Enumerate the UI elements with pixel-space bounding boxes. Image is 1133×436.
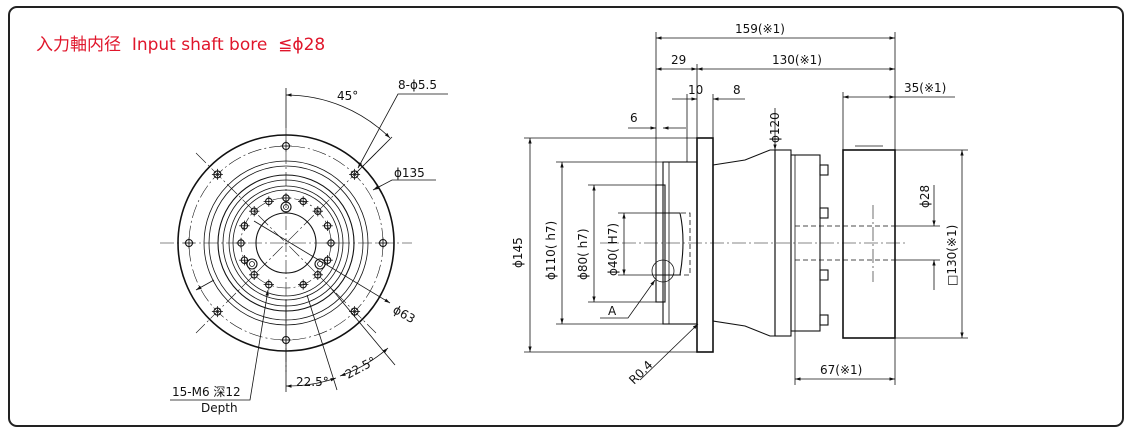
dim-29-label: 29 xyxy=(671,53,686,67)
dia-28-label: ϕ28 xyxy=(918,185,932,208)
output-face xyxy=(655,184,666,303)
flange-plate xyxy=(696,137,714,353)
pcd-outer-label: ϕ135 xyxy=(394,166,425,180)
dia-145-label: ϕ145 xyxy=(511,237,525,268)
tapped-holes-label: 15-M6 深12 xyxy=(172,385,241,399)
angle-22-5-arc-2 xyxy=(339,347,389,377)
pcd-outer-leader xyxy=(372,179,436,191)
detail-a-circle xyxy=(651,259,675,283)
angle-ext-diagonal xyxy=(353,136,393,176)
tapped-holes-leader xyxy=(170,289,269,401)
pin-top xyxy=(280,201,292,213)
tapped-depth-label: Depth xyxy=(201,401,238,415)
pin-left xyxy=(246,258,258,270)
angle-bottom-right-label: 22.5° xyxy=(343,354,378,382)
front-centerline-d2 xyxy=(195,152,377,334)
dia-110-label: ϕ110( h7) xyxy=(544,221,558,280)
dim-6-label: 6 xyxy=(630,111,638,125)
output-pilot xyxy=(662,161,698,325)
dim-8-label: 8 xyxy=(733,83,741,97)
center-bore xyxy=(255,212,317,274)
bolt-1 xyxy=(819,164,829,176)
body-collar-2 xyxy=(790,154,821,332)
bolt-4 xyxy=(819,314,829,326)
angle-45-arc xyxy=(285,93,391,139)
pin-left-inner xyxy=(249,261,255,267)
pcd-inner-leader xyxy=(253,220,391,304)
angle-22-5-arc-1 xyxy=(285,377,337,388)
outer-holes-leader xyxy=(357,93,448,169)
pin-right-inner xyxy=(317,261,323,267)
square-130-label: □130(※1) xyxy=(945,225,959,286)
title-limit: ≦ϕ28 xyxy=(278,35,326,55)
angle-bottom-left-label: 22.5° xyxy=(296,375,329,389)
outer-holes-label: 8-ϕ5.5 xyxy=(398,78,437,92)
bore-outline xyxy=(656,212,684,276)
bottom-angle-ext-3 xyxy=(329,286,396,366)
left-dia-arrow xyxy=(195,279,215,291)
motor-adapter xyxy=(842,149,896,339)
dim-130-label: 130(※1) xyxy=(772,53,822,67)
ring-6 xyxy=(232,189,340,297)
angle-top-label: 45° xyxy=(337,89,358,103)
dim-159-label: 159(※1) xyxy=(735,22,785,36)
outer-holes xyxy=(183,140,389,346)
radius-leader xyxy=(639,323,699,381)
bottom-angle-ext-2 xyxy=(306,294,338,391)
detail-a-label: A xyxy=(608,304,617,318)
pin-top-inner xyxy=(283,204,289,210)
drawing-frame xyxy=(8,6,1124,427)
pcd-inner-label: ϕ63 xyxy=(391,302,418,326)
side-view: 159(※1) 29 130(※1) 10 8 6 35(※1) ϕ120 ϕ1… xyxy=(511,22,968,387)
bolt-2 xyxy=(819,207,829,219)
dim-35-label: 35(※1) xyxy=(904,81,946,95)
front-view: 45° 8-ϕ5.5 ϕ135 ϕ63 22.5° 22.5° 15-M6 深1… xyxy=(160,78,448,415)
dia-120-label: ϕ120 xyxy=(768,112,782,143)
title-japanese: 入力軸内径 xyxy=(36,35,121,55)
bolt-3 xyxy=(819,269,829,281)
detail-a-leader xyxy=(600,279,656,319)
dim-67-label: 67(※1) xyxy=(820,363,862,377)
radius-label: R0.4 xyxy=(626,358,655,387)
inner-tapped-holes xyxy=(235,192,337,290)
dia-40-label: ϕ40( H7) xyxy=(606,223,620,276)
dim-10-label: 10 xyxy=(688,83,703,97)
input-bore-headline: 入力軸内径 Input shaft bore ≦ϕ28 xyxy=(36,30,325,55)
dia-80-label: ϕ80( h7) xyxy=(576,228,590,280)
title-english: Input shaft bore xyxy=(131,35,268,55)
